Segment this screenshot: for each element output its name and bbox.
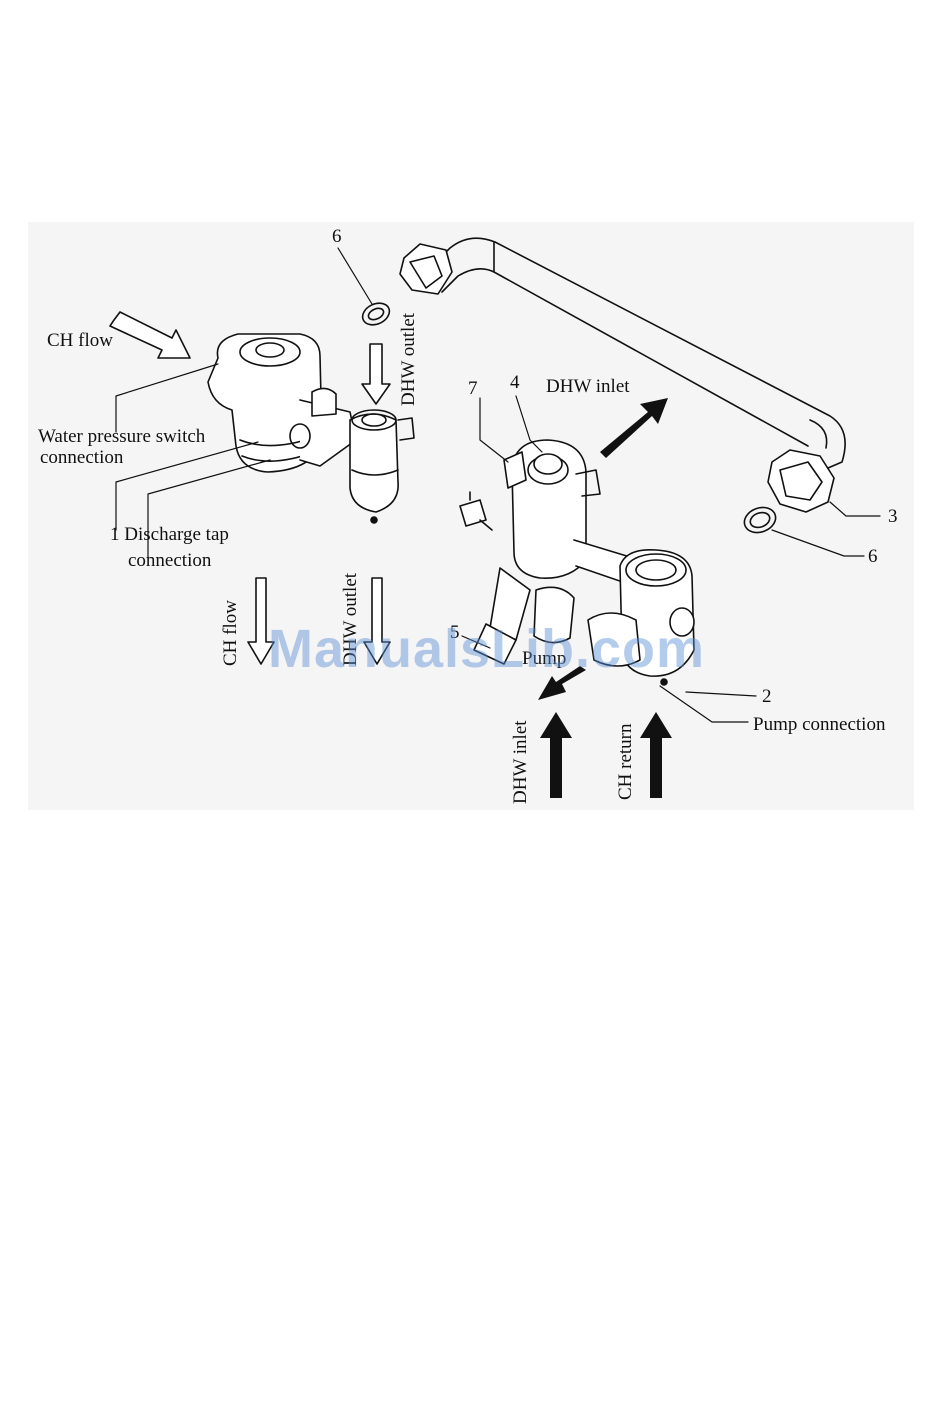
- discharge-tap-label: 1 Discharge tap: [110, 524, 229, 546]
- dhw-outlet-top-arrow: [362, 344, 390, 404]
- seal-washer-top: [359, 299, 393, 329]
- ch-flow-in-arrow: [110, 312, 190, 358]
- callout-7: 7: [468, 378, 478, 400]
- callout-6-top: 6: [332, 226, 342, 248]
- water-pressure-switch-label-line2: connection: [40, 447, 123, 469]
- left-manifold: [208, 334, 414, 523]
- dhw-inlet-bottom-arrow: [540, 712, 572, 798]
- callout-3: 3: [888, 506, 898, 528]
- discharge-tap-label-line2: connection: [128, 550, 211, 572]
- ch-flow-bottom-label: CH flow: [220, 600, 242, 666]
- pump-connection-label: Pump connection: [753, 714, 885, 736]
- ch-return-arrow: [640, 712, 672, 798]
- seal-washer-right: [741, 503, 779, 536]
- ch-return-label: CH return: [615, 723, 637, 800]
- dhw-inlet-bottom-label: DHW inlet: [510, 720, 532, 804]
- callout-6-right: 6: [868, 546, 878, 568]
- water-pressure-switch-label: Water pressure switch: [38, 426, 205, 448]
- dhw-outlet-top-label: DHW outlet: [398, 313, 420, 406]
- dhw-inlet-top-arrow: [600, 398, 668, 458]
- callout-2: 2: [762, 686, 772, 708]
- watermark: ManualsLib.com: [268, 618, 705, 680]
- ch-flow-label: CH flow: [47, 330, 113, 352]
- dhw-inlet-top-label: DHW inlet: [546, 376, 630, 398]
- callout-4: 4: [510, 372, 520, 394]
